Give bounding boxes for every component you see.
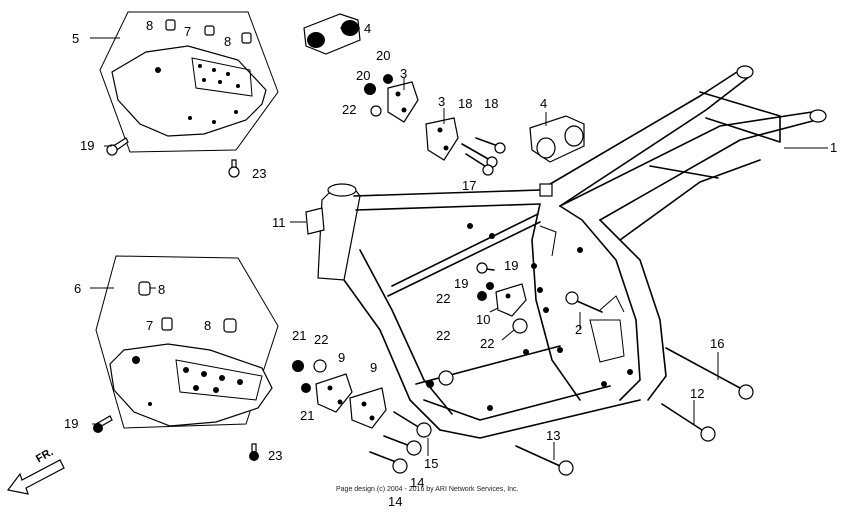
label-2[interactable]: 2 (575, 322, 582, 337)
rubber-mount-8b[interactable] (241, 32, 252, 44)
label-8c[interactable]: 8 (158, 282, 165, 297)
label-4a[interactable]: 4 (364, 21, 371, 36)
lower-hanger-hardware (292, 359, 454, 429)
label-21a[interactable]: 21 (292, 328, 306, 343)
label-21b[interactable]: 21 (300, 408, 314, 423)
bolt-18a[interactable] (461, 143, 491, 161)
arrow-icon (6, 459, 65, 495)
copyright-notice: Page design (c) 2004 - 2016 by ARI Netwo… (336, 486, 519, 493)
nut-20b[interactable] (383, 74, 393, 84)
front-direction-arrow (6, 459, 65, 495)
label-18b[interactable]: 18 (484, 96, 498, 111)
label-14b[interactable]: 14 (388, 494, 402, 509)
upper-hanger-hardware (364, 74, 506, 176)
label-7a[interactable]: 7 (184, 24, 191, 39)
skid-plate-lower-outline (95, 255, 279, 429)
leader-lines (90, 27, 828, 460)
skid-plate-upper-group (99, 11, 279, 153)
bolt-13[interactable] (515, 445, 574, 476)
long-bolts (369, 347, 754, 476)
skid-plate-lower-group (95, 255, 279, 429)
label-7b[interactable]: 7 (146, 318, 153, 333)
label-8d[interactable]: 8 (204, 318, 211, 333)
label-9a[interactable]: 9 (338, 350, 345, 365)
skid-plate-upper[interactable] (111, 45, 267, 137)
label-15[interactable]: 15 (424, 456, 438, 471)
label-22c[interactable]: 22 (480, 336, 494, 351)
label-20a[interactable]: 20 (356, 68, 370, 83)
bolt-15[interactable] (393, 411, 432, 438)
collar-22c[interactable] (512, 318, 528, 334)
label-1[interactable]: 1 (830, 140, 837, 155)
collar-7a[interactable] (204, 25, 215, 36)
hanger-plate-9a[interactable] (315, 373, 353, 413)
bolt-14a[interactable] (383, 435, 422, 456)
nut-21a[interactable] (292, 360, 304, 372)
label-19d[interactable]: 19 (454, 276, 468, 291)
label-10[interactable]: 10 (476, 312, 490, 327)
skid-plate-fasteners (93, 137, 259, 461)
label-13[interactable]: 13 (546, 428, 560, 443)
label-11[interactable]: 11 (272, 215, 286, 230)
hanger-plate-10[interactable] (495, 283, 527, 317)
rubber-mount-8a[interactable] (165, 19, 176, 31)
bolt-16[interactable] (665, 347, 754, 400)
label-3b[interactable]: 3 (438, 94, 445, 109)
mount-rubber-4a[interactable] (303, 13, 361, 55)
label-17[interactable]: 17 (462, 178, 476, 193)
label-14a[interactable]: 14 (410, 475, 424, 490)
nut-20a[interactable] (364, 83, 376, 95)
collar-7b[interactable] (161, 317, 173, 331)
label-16[interactable]: 16 (710, 336, 724, 351)
bolt-18b[interactable] (475, 137, 499, 147)
engine-mount-rubbers (303, 13, 585, 163)
label-22a[interactable]: 22 (342, 102, 356, 117)
bolt-14b[interactable] (369, 451, 408, 474)
label-6[interactable]: 6 (74, 281, 81, 296)
skid-plate-upper-outline (99, 11, 279, 153)
main-frame[interactable] (317, 65, 827, 439)
label-19b[interactable]: 19 (64, 416, 78, 431)
bolt-12[interactable] (661, 403, 716, 442)
label-5[interactable]: 5 (72, 31, 79, 46)
nut-19d[interactable] (477, 291, 487, 301)
hanger-plate-9b[interactable] (349, 387, 387, 429)
label-18a[interactable]: 18 (458, 96, 472, 111)
collar-22e[interactable] (438, 370, 454, 386)
bolt-23b[interactable] (251, 443, 257, 453)
label-3a[interactable]: 3 (400, 66, 407, 81)
hanger-plate-3a[interactable] (387, 81, 419, 123)
frame-label-sticker-11[interactable] (305, 207, 325, 235)
skid-plate-lower[interactable] (109, 343, 273, 427)
hanger-plate-3b[interactable] (425, 117, 459, 161)
label-4b[interactable]: 4 (540, 96, 547, 111)
label-22e[interactable]: 22 (436, 328, 450, 343)
mount-rubber-4b[interactable] (529, 115, 585, 163)
nut-21b[interactable] (301, 383, 311, 393)
rubber-mount-8d[interactable] (223, 318, 237, 333)
label-19a[interactable]: 19 (80, 138, 94, 153)
washer-22a[interactable] (370, 105, 382, 117)
label-23a[interactable]: 23 (252, 166, 266, 181)
label-22b[interactable]: 22 (436, 291, 450, 306)
label-23b[interactable]: 23 (268, 448, 282, 463)
label-8b[interactable]: 8 (224, 34, 231, 49)
label-9b[interactable]: 9 (370, 360, 377, 375)
bolt-17[interactable] (465, 153, 489, 169)
label-8a[interactable]: 8 (146, 18, 153, 33)
washer-22d[interactable] (313, 359, 327, 373)
rubber-mount-8c[interactable] (138, 281, 151, 296)
label-20b[interactable]: 20 (376, 48, 390, 63)
label-19c[interactable]: 19 (504, 258, 518, 273)
label-22d[interactable]: 22 (314, 332, 328, 347)
label-12[interactable]: 12 (690, 386, 704, 401)
washer-22b[interactable] (486, 282, 494, 290)
engine-hanger-center (476, 262, 603, 334)
part-labels: 1 2 3 3 4 4 5 6 7 7 8 8 8 8 9 9 10 11 12… (64, 18, 837, 509)
